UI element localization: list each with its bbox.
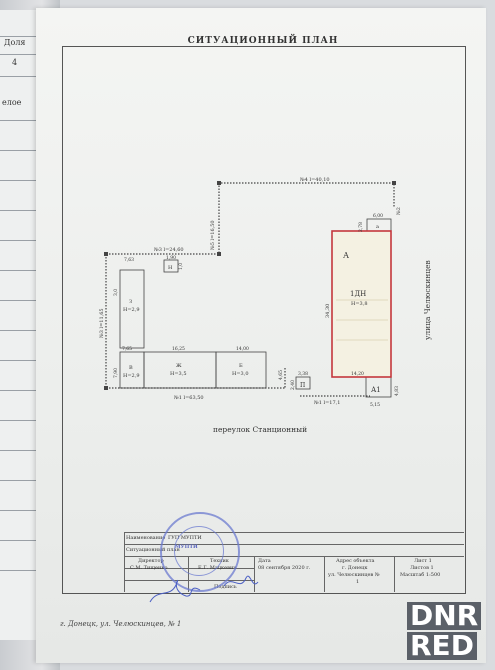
dim-1-0: 1,0 [178,263,184,270]
seal-text: МУПТИ [175,544,198,550]
main-house-outline [331,230,392,378]
official-seal [160,512,240,592]
building-z-height: Н=2,9 [123,307,140,313]
stamp-sheets-label: Листов 1 [410,565,434,571]
dim-7-65: 7,65 [122,346,132,352]
dim-7-90: 7,90 [113,368,119,378]
signature-tech [223,575,259,587]
stamp-director-label: Директор [138,558,164,564]
dim-2-40: 2,40 [290,380,296,390]
building-zh-height: Н=3,5 [170,371,187,377]
stamp-addr-city: г. Донецк [342,565,368,571]
dim-5-15: 5,15 [370,402,380,408]
dim-2-78: 2,78 [358,222,364,232]
building-letter-z: З [129,299,132,305]
watermark-line-1: DNR [407,602,482,630]
dim-3-0: 3,0 [113,289,119,296]
stamp-scale-label: Масштаб 1:500 [400,572,441,578]
stamp-date-value: 08 сентября 2020 г. [258,565,311,571]
footer-address: г. Донецк, ул. Челюскинцев, № 1 [60,620,182,628]
stamp-doc-name: Ситуационный план [126,547,180,553]
stamp-name-label: Наименование [126,535,166,541]
building-b-height: Н=3,0 [232,371,249,377]
building-v-height: Н=2,9 [123,373,140,379]
dim-14-00: 14,00 [236,346,249,352]
dim-16-25: 16,25 [172,346,185,352]
watermark-logo: DNR RED [407,602,489,662]
dim-3-38: 3,38 [298,371,308,377]
stamp-director-name: С.М. Тищенко [130,565,168,571]
back-col-header: Доля [4,38,26,47]
building-letter-p: П [300,382,305,389]
building-letter-a-small: а [376,224,379,230]
signature-director [149,579,201,603]
building-letter-n: Н [168,265,173,271]
building-a-label: 1ДН [350,290,366,298]
dim-7-63: 7,63 [124,257,134,263]
street-right: улица Челюскинцев [423,260,432,340]
building-a-height: Н=3,8 [351,301,368,307]
boundary-label-middle: №3 l=24,60 [154,247,184,253]
dim-14-20: 14,20 [351,371,364,377]
stamp-addr-no: 1 [356,579,360,585]
building-letter-zh: Ж [176,363,182,369]
dim-1-90: 1,90 [166,255,176,261]
back-row-text: елое [2,98,22,107]
boundary-label-west: №3 l=11,65 [99,308,105,338]
main-house-hatch [336,299,388,341]
dim-6-00: 6,00 [373,213,383,219]
building-letter-a1: А1 [371,386,381,394]
stamp-addr-label: Адрес объекта [336,558,375,564]
stamp-sheet-label: Лист 1 [414,558,432,564]
building-letter-a: А [343,251,349,260]
boundary-label-south-east: №1 l=17,1 [314,400,340,406]
dim-4-65: 4,65 [278,370,284,380]
document-sheet [36,8,486,663]
document-title: СИТУАЦИОННЫЙ ПЛАН [187,36,339,46]
boundary-pillars [104,181,396,390]
boundary-label-east: №2 [396,207,402,215]
dim-4-83: 4,83 [394,386,400,396]
watermark-line-2: RED [407,632,477,660]
boundary-label-north-vertical: №5 l=16,50 [210,220,216,250]
boundary-label-north: №4 l=40,10 [300,177,330,183]
back-col-value: 4 [12,58,18,67]
street-bottom: переулок Станционный [213,425,307,434]
dim-34-30: 34,30 [325,304,331,318]
stamp-addr-street: ул. Челюскинцев № [328,572,380,578]
stamp-sign-label: Подпись [214,584,237,590]
stamp-date-label: Дата [258,558,271,564]
building-letter-b: Б [239,363,243,369]
boundary-label-south: №1 l=63,50 [174,395,204,401]
building-outlines [119,218,392,398]
building-letter-v: В [129,365,133,371]
document-frame [62,46,466,594]
